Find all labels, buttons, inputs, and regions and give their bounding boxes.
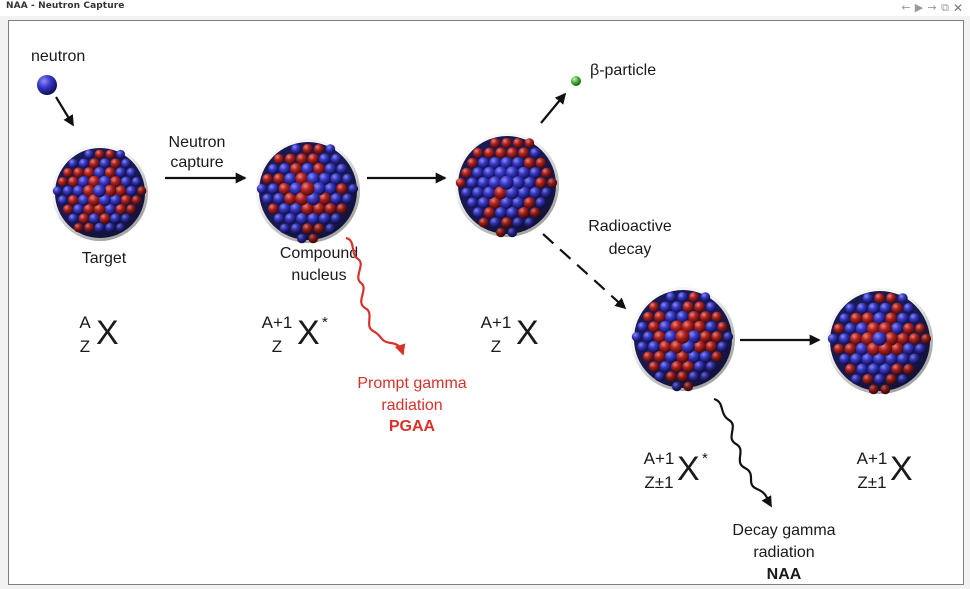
- unstable-atomic-number: Z: [491, 337, 501, 356]
- window-titlebar: NAA - Neutron Capture ← ▶ → ⧉ ✕: [0, 0, 970, 16]
- prompt-gamma-wave: [345, 236, 406, 356]
- stable-product-atomic-number: Z±1: [857, 473, 886, 492]
- compound-mass-number: A+1: [262, 313, 293, 332]
- beta-particle: [571, 76, 581, 86]
- play-icon[interactable]: ▶: [914, 1, 924, 14]
- excited-product-nucleus: [631, 287, 735, 392]
- decay-gamma-label-line2: radiation: [753, 544, 814, 561]
- excited-product-mass-number: A+1: [644, 449, 675, 468]
- compound-symbol: X: [297, 314, 320, 352]
- nucleus-shading: [827, 288, 933, 394]
- nuclide-stable-product: A+1 Z±1 X: [857, 449, 913, 492]
- compound-atomic-number: Z: [272, 337, 282, 356]
- back-arrow-icon[interactable]: ←: [901, 1, 911, 14]
- unstable-nucleus: [455, 133, 559, 238]
- target-mass-number: A: [79, 313, 91, 332]
- beta-arrow: [540, 92, 567, 124]
- compound-excited-mark: *: [322, 314, 328, 331]
- neutron-arrow: [55, 96, 74, 127]
- capture-label-line1: Neutron: [169, 134, 226, 151]
- compound-label-line1: Compound: [280, 245, 358, 262]
- decay-arrow: [542, 233, 627, 310]
- unstable-symbol: X: [516, 314, 539, 352]
- excited-product-mark: *: [702, 450, 708, 467]
- neutron-capture-diagram: neutron Neutron capture β-particle Radio…: [31, 48, 933, 583]
- nuclide-target: A Z X: [79, 313, 118, 356]
- decay-label-line2: decay: [609, 241, 652, 258]
- target-nucleus: [52, 145, 148, 241]
- excited-product-atomic-number: Z±1: [644, 473, 673, 492]
- decay-gamma-label-line1: Decay gamma: [732, 522, 835, 539]
- decay-label-line1: Radioactive: [588, 218, 672, 235]
- unstable-mass-number: A+1: [481, 313, 512, 332]
- window-title: NAA - Neutron Capture: [6, 1, 125, 11]
- compound-nucleus: [256, 139, 360, 244]
- popout-icon[interactable]: ⧉: [941, 1, 949, 14]
- decay-gamma-wave: [713, 397, 772, 508]
- nucleus-shading: [256, 139, 360, 243]
- excited-product-symbol: X: [677, 450, 700, 488]
- nucleus-shading: [455, 133, 559, 237]
- forward-arrow-icon[interactable]: →: [927, 1, 937, 14]
- capture-label-line2: capture: [170, 154, 223, 171]
- naa-label: NAA: [767, 566, 802, 583]
- nucleus-shading: [631, 287, 735, 391]
- neutron-label: neutron: [31, 48, 85, 65]
- target-label: Target: [82, 250, 127, 267]
- target-atomic-number: Z: [80, 337, 90, 356]
- prompt-gamma-label-line2: radiation: [381, 397, 442, 414]
- nucleus-shading: [52, 145, 148, 241]
- target-symbol: X: [96, 314, 119, 352]
- stable-product-nucleus: [827, 288, 933, 395]
- neutron-particle: [37, 75, 57, 95]
- close-icon[interactable]: ✕: [952, 1, 964, 15]
- window-controls: ← ▶ → ⧉ ✕: [900, 0, 964, 16]
- compound-label-line2: nucleus: [291, 267, 346, 284]
- stable-product-mass-number: A+1: [857, 449, 888, 468]
- diagram-canvas: neutron Neutron capture β-particle Radio…: [8, 20, 964, 585]
- nuclide-unstable: A+1 Z X: [481, 313, 539, 356]
- pgaa-label: PGAA: [389, 418, 436, 435]
- beta-label: β-particle: [590, 62, 656, 79]
- prompt-gamma-label-line1: Prompt gamma: [357, 375, 466, 392]
- nuclide-compound: A+1 Z X *: [262, 313, 328, 356]
- nuclide-excited-product: A+1 Z±1 X *: [644, 449, 708, 492]
- stable-product-symbol: X: [890, 450, 913, 488]
